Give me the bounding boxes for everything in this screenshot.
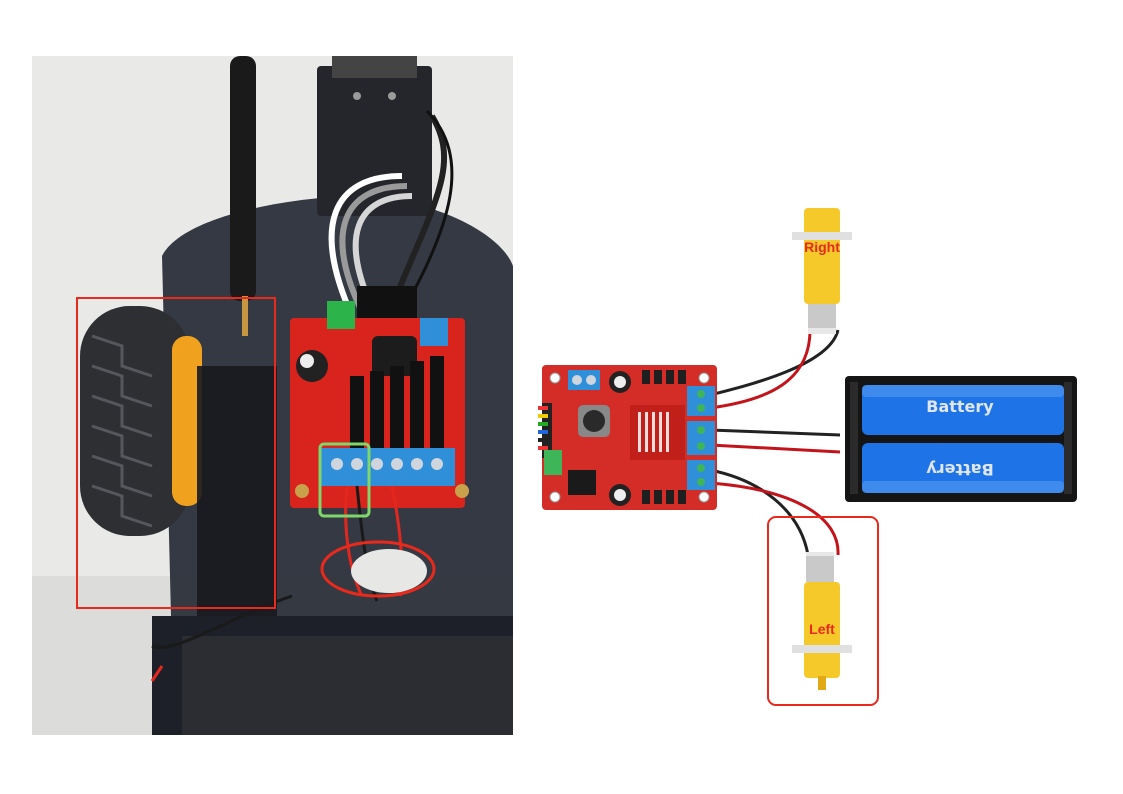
battery-bottom-label: Battery	[926, 460, 994, 479]
wheel-highlight-box	[76, 297, 276, 609]
motor-right: Right	[792, 208, 852, 334]
terminal-highlight-box	[318, 442, 371, 518]
wheel	[80, 306, 277, 616]
battery-holder: Battery Battery	[845, 376, 1077, 502]
motor-driver-board	[538, 365, 717, 510]
battery-bottom: Battery	[862, 443, 1064, 493]
motor-right-label: Right	[804, 239, 840, 255]
wiring-diagram: Right	[530, 190, 1090, 720]
battery-top: Battery	[862, 385, 1064, 435]
battery-top-label: Battery	[926, 397, 994, 416]
hole-highlight-ellipse	[320, 540, 436, 598]
jumper-wires	[328, 109, 454, 318]
wiring	[709, 329, 841, 556]
controller-board	[317, 56, 432, 216]
antenna	[230, 56, 256, 336]
left-motor-highlight-box	[767, 516, 879, 706]
robot-car-photo	[32, 56, 513, 735]
motor-left-label: Left	[809, 621, 835, 637]
motor-left: Left	[792, 552, 852, 690]
motor-driver-board-photo	[290, 301, 469, 508]
